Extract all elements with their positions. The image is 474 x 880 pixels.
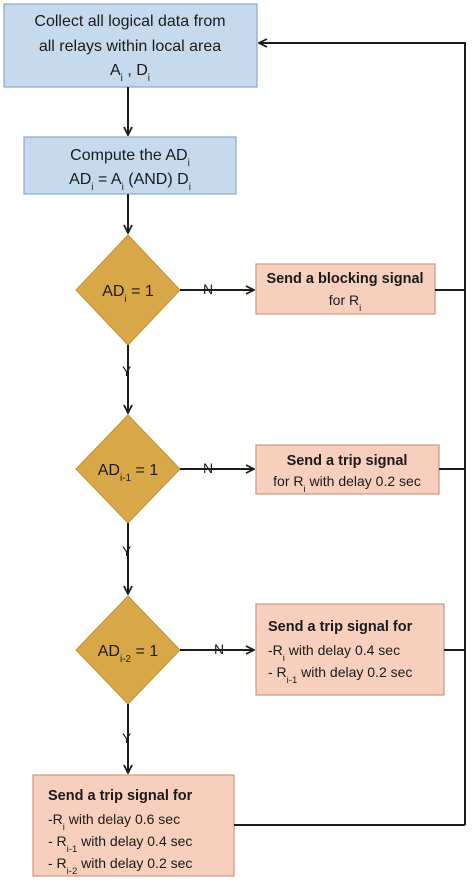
trip2-line1: -Ri with delay 0.4 sec — [268, 642, 400, 664]
compute-eq-lhs-sub: i — [91, 182, 93, 193]
trip3-l3: - R — [48, 855, 67, 871]
compute-box: Compute the ADi ADi = Ai (AND) Di — [23, 136, 237, 195]
trip2-l1: -R — [268, 642, 283, 658]
trip2-l2: - R — [268, 664, 287, 680]
trip2-l1-rest: with delay 0.4 sec — [285, 642, 400, 658]
collect-sep: , — [123, 62, 136, 79]
compute-line1-text: Compute the AD — [70, 147, 187, 164]
trip3-l2-rest: with delay 0.4 sec — [77, 833, 192, 849]
feedback-return-line — [259, 43, 466, 825]
trip3-l1-rest: with delay 0.6 sec — [65, 811, 180, 827]
compute-line1: Compute the ADi — [70, 147, 190, 169]
trip-signal-box-2: Send a trip signal for -Ri with delay 0.… — [255, 603, 445, 696]
trip1-l1: for R — [273, 473, 303, 489]
collect-d-sub: i — [148, 73, 150, 84]
collect-line1: Collect all logical data from — [34, 13, 225, 30]
compute-eq-mid: = A — [94, 171, 122, 188]
trip3-l3-rest: with delay 0.2 sec — [77, 855, 192, 871]
trip3-l1: -R — [48, 811, 63, 827]
collect-a: A — [110, 62, 121, 79]
compute-equation: ADi = Ai (AND) Di — [69, 171, 191, 193]
trip2-line2: - Ri-1 with delay 0.2 sec — [268, 664, 412, 686]
compute-eq-lhs: AD — [69, 171, 91, 188]
decision1-rest: = 1 — [127, 283, 154, 300]
collect-line2: all relays within local area — [39, 38, 221, 55]
decision3-base: AD — [98, 643, 120, 660]
trip3-l2-sub: i-1 — [67, 844, 78, 855]
decision1-sub: i — [124, 294, 126, 305]
collect-box-shape — [3, 3, 258, 88]
trip1-line1: for Ri with delay 0.2 sec — [273, 473, 421, 495]
blocking-line2-sub: i — [359, 303, 361, 314]
trip-signal-box-1: Send a trip signal for Ri with delay 0.2… — [255, 444, 440, 495]
decision3-sub: i-2 — [120, 654, 132, 665]
trip3-line3: - Ri-2 with delay 0.2 sec — [48, 855, 192, 877]
trip3-title: Send a trip signal for — [48, 788, 193, 804]
trip2-title: Send a trip signal for — [268, 619, 413, 635]
trip3-line1: -Ri with delay 0.6 sec — [48, 811, 180, 833]
blocking-line2: for Ri — [329, 292, 361, 314]
decision2-no-label: N — [203, 460, 213, 476]
decision1-base: AD — [102, 283, 124, 300]
trip3-line2: - Ri-1 with delay 0.4 sec — [48, 833, 192, 855]
decision2-diamond — [75, 414, 181, 524]
decision1-no-label: N — [203, 281, 213, 297]
decision3-no-label: N — [214, 641, 224, 657]
decision2-rest: = 1 — [131, 462, 158, 479]
trip1-l1-sub: i — [304, 484, 306, 495]
trip3-l1-sub: i — [63, 822, 65, 833]
trip2-l2-sub: i-1 — [287, 675, 298, 686]
blocking-line2-text: for R — [329, 292, 359, 308]
trip3-box-shape — [32, 774, 235, 877]
compute-eq-rest-sub: i — [189, 182, 191, 193]
collect-a-sub: i — [121, 73, 123, 84]
trip1-box-shape — [255, 444, 440, 495]
collect-d: D — [136, 62, 148, 79]
compute-line1-sub: i — [188, 158, 190, 169]
compute-eq-mid-sub: i — [122, 182, 124, 193]
decision1-label: ADi = 1 — [102, 283, 154, 305]
decision3-rest: = 1 — [131, 643, 158, 660]
trip1-l1-rest: with delay 0.2 sec — [306, 473, 421, 489]
decision-adi: ADi = 1 — [75, 234, 181, 346]
decision2-base: AD — [98, 462, 120, 479]
decision-adi-1: ADi-1 = 1 — [75, 414, 181, 524]
blocking-signal-box: Send a blocking signal for Ri — [255, 263, 436, 315]
trip-signal-box-3: Send a trip signal for -Ri with delay 0.… — [32, 774, 235, 877]
blocking-title: Send a blocking signal — [266, 271, 423, 287]
trip3-l2: - R — [48, 833, 67, 849]
trip3-l3-sub: i-2 — [67, 866, 78, 877]
compute-eq-rest: (AND) D — [124, 171, 189, 188]
trip2-l1-sub: i — [283, 653, 285, 664]
collect-data-box: Collect all logical data from all relays… — [3, 3, 258, 88]
trip2-l2-rest: with delay 0.2 sec — [297, 664, 412, 680]
decision3-label: ADi-2 = 1 — [98, 643, 159, 665]
trip1-title: Send a trip signal — [287, 453, 408, 469]
collect-line3: Ai , Di — [110, 62, 150, 84]
decision3-diamond — [75, 595, 181, 705]
decision2-label: ADi-1 = 1 — [98, 462, 159, 484]
decision-adi-2: ADi-2 = 1 — [75, 595, 181, 705]
decision2-sub: i-1 — [120, 473, 132, 484]
compute-box-shape — [23, 136, 237, 195]
blocking-box-shape — [255, 263, 436, 315]
